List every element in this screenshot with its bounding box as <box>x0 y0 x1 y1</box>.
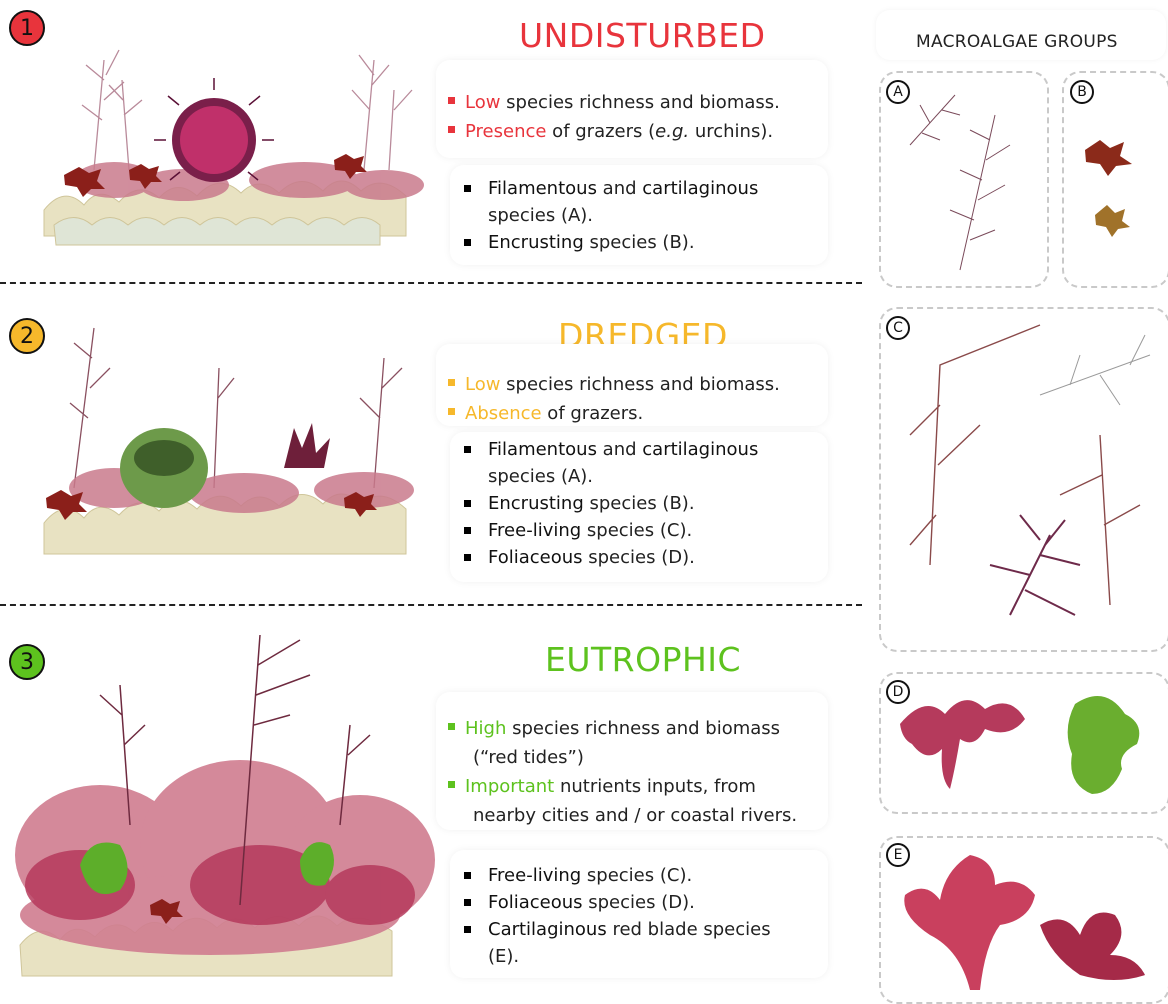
scenario-2-species-list: Filamentous and cartilaginous species (A… <box>454 436 784 571</box>
scenario-3-title: EUTROPHIC <box>545 640 741 679</box>
eutrophic-seabed-illustration <box>10 625 440 1000</box>
scenario-1-title: UNDISTURBED <box>519 16 766 55</box>
groups-title: MACROALGAE GROUPS <box>916 32 1118 52</box>
sea-urchin-illustration <box>154 78 274 182</box>
scenario-3-species-list: Free-living species (C). Foliaceous spec… <box>454 862 806 970</box>
species-item: Filamentous and cartilaginous species (A… <box>454 175 774 229</box>
section-divider <box>0 604 862 606</box>
summary-item: Presence of grazers (e.g. urchins). <box>448 117 828 146</box>
species-item: Free-living species (C). <box>454 862 806 889</box>
group-b-letter: B <box>1077 84 1087 100</box>
species-item: Encrusting species (B). <box>454 229 774 256</box>
summary-text: of grazers (e.g. urchins). <box>546 121 773 142</box>
summary-item: Important nutrients inputs, from nearby … <box>448 772 823 830</box>
species-item: Free-living species (C). <box>454 517 784 544</box>
filamentous-alga-icon <box>900 85 1030 275</box>
summary-highlight: Low <box>465 374 500 395</box>
summary-highlight: Important <box>465 776 554 797</box>
summary-item: Absence of grazers. <box>448 399 828 428</box>
species-item: Encrusting species (B). <box>454 490 784 517</box>
free-living-alga-icon <box>890 315 1160 645</box>
summary-item: Low species richness and biomass. <box>448 88 828 117</box>
scenario-3-summary: High species richness and biomass (“red … <box>448 714 823 830</box>
species-item: Filamentous and cartilaginous species (A… <box>454 436 784 490</box>
scenario-1-species-list: Filamentous and cartilaginous species (A… <box>454 175 774 256</box>
encrusting-alga-icon <box>1080 125 1150 245</box>
urchin-test-illustration <box>120 428 208 508</box>
species-item: Foliaceous species (D). <box>454 544 784 571</box>
scenario-2-summary: Low species richness and biomass. Absenc… <box>448 370 828 428</box>
species-item: Foliaceous species (D). <box>454 889 806 916</box>
summary-highlight: Low <box>465 92 500 113</box>
scenario-1-summary: Low species richness and biomass. Presen… <box>448 88 828 146</box>
red-blade-alga-icon <box>890 845 1155 995</box>
summary-highlight: High <box>465 718 506 739</box>
summary-text: species richness and biomass. <box>500 374 779 395</box>
undisturbed-seabed-illustration <box>34 20 434 260</box>
free-living-algae-illustration <box>284 423 330 468</box>
summary-item: High species richness and biomass (“red … <box>448 714 823 772</box>
foliaceous-alga-icon <box>890 684 1155 804</box>
dredged-seabed-illustration <box>34 318 434 578</box>
scenario-2-number: 2 <box>20 324 34 349</box>
summary-text: species richness and biomass. <box>500 92 779 113</box>
group-b-letter-badge: B <box>1070 80 1094 104</box>
filamentous-algae-illustration <box>70 328 402 488</box>
summary-highlight: Absence <box>465 403 542 424</box>
scenario-1-number: 1 <box>20 16 34 41</box>
summary-text: species richness and biomass (“red tides… <box>473 718 780 768</box>
species-item: Cartilaginous red blade species (E). <box>454 916 806 970</box>
section-divider <box>0 282 862 284</box>
summary-item: Low species richness and biomass. <box>448 370 828 399</box>
summary-highlight: Presence <box>465 121 546 142</box>
summary-text: of grazers. <box>542 403 644 424</box>
eg-italic: e.g. <box>655 121 689 142</box>
